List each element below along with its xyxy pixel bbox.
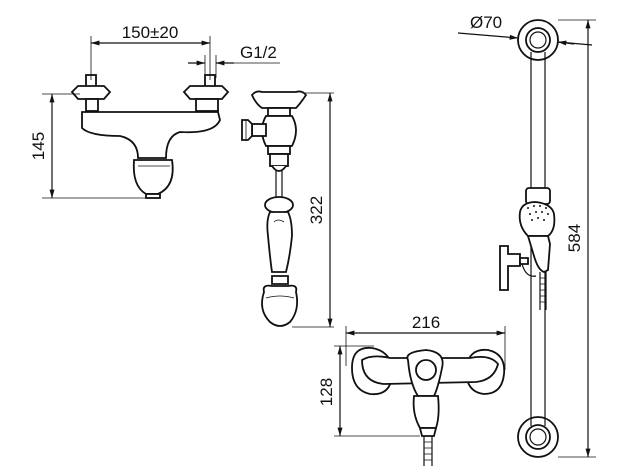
dim-rail-length: 584 xyxy=(558,19,596,458)
dim-diverter-height: 128 xyxy=(317,345,420,437)
dim-thread: G1/2 xyxy=(188,43,280,78)
dim-rail-diameter: Ø70 xyxy=(457,13,593,46)
handshower-assembly xyxy=(241,90,308,327)
dim-mixer-height: 145 xyxy=(29,93,146,199)
rail-length-label: 584 xyxy=(565,224,584,252)
rail-diameter-label: Ø70 xyxy=(470,13,502,32)
wall-mixer xyxy=(351,346,506,466)
diverter-width-label: 216 xyxy=(412,313,440,332)
slide-rail xyxy=(499,19,559,458)
mixer-body xyxy=(70,74,230,199)
dim-handshower-height: 322 xyxy=(292,92,334,328)
dim-diverter-width: 216 xyxy=(345,313,506,370)
diverter-height-label: 128 xyxy=(317,378,336,406)
handshower-height-label: 322 xyxy=(307,196,326,224)
dim-mixer-width: 150±20 xyxy=(90,23,211,80)
mixer-width-label: 150±20 xyxy=(122,23,179,42)
mixer-height-label: 145 xyxy=(29,132,48,160)
thread-label: G1/2 xyxy=(240,43,277,62)
